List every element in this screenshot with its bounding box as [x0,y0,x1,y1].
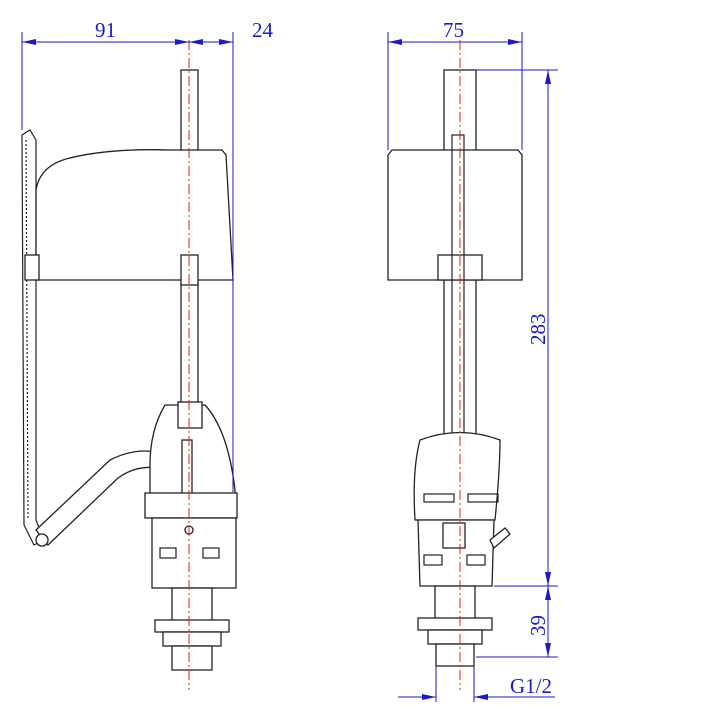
valve-body [417,519,495,587]
nut [417,617,493,631]
float-body [387,149,523,281]
dim-75: 75 [443,18,464,42]
dim-24: 24 [252,18,274,42]
valve-head [413,431,501,521]
front-view-dimensions: 75 283 39 G1/2 [387,18,558,702]
side-view [21,40,238,690]
dim-91: 91 [95,18,116,42]
float-body [35,149,234,281]
dim-39: 39 [526,615,550,636]
thread [434,585,476,621]
dim-283: 283 [526,314,550,346]
dim-thread-size: G1/2 [510,674,552,698]
side-view-dimensions: 91 24 [21,18,274,492]
nut [154,619,230,633]
front-view [387,40,523,690]
valve-body [151,517,237,589]
thread [171,587,213,623]
